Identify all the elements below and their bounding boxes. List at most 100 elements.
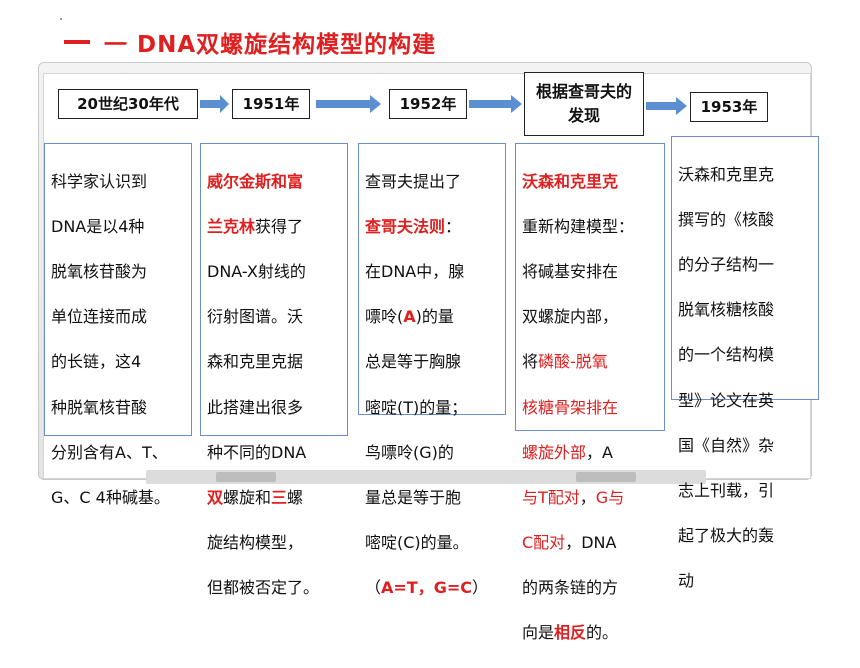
body-text: （ bbox=[365, 578, 382, 598]
card-line: 国《自然》杂 bbox=[678, 435, 775, 455]
body-text: 螺 bbox=[287, 487, 304, 507]
card-line: 量总是等于胞 bbox=[365, 487, 462, 507]
title-dash-icon bbox=[64, 40, 90, 44]
card-line: 将碱基安排在 bbox=[522, 261, 619, 281]
card-line: 查哥夫提出了 bbox=[365, 171, 462, 191]
card-chargaff: 沃森和克里克 重新构建模型： 将碱基安排在 双螺旋内部， 将磷酸-脱氧 核糖骨架… bbox=[515, 143, 665, 642]
card-line: 螺旋外部，A bbox=[522, 442, 658, 465]
card-line: 脱氧核苷酸为 bbox=[51, 261, 148, 281]
card-line: 起了极大的轰 bbox=[678, 526, 775, 546]
card-line: C配对，DNA bbox=[522, 532, 658, 555]
card-line: 重新构建模型： bbox=[522, 216, 635, 236]
card-line: 志上刊载，引 bbox=[678, 480, 775, 500]
card-line: 的两条链的方 bbox=[522, 578, 619, 598]
card-line: 种脱氧核苷酸 bbox=[51, 397, 148, 417]
card-line: 与T配对，G与 bbox=[522, 487, 658, 510]
body-text: 螺旋和 bbox=[223, 487, 272, 507]
body-text: 将 bbox=[522, 352, 539, 372]
card-line: 单位连接而成 bbox=[51, 307, 148, 327]
card-line: 将磷酸-脱氧 bbox=[522, 351, 658, 374]
arrow-right-icon bbox=[646, 97, 687, 115]
card-line: 种不同的DNA bbox=[207, 442, 307, 462]
card-line: 的分子结构一 bbox=[678, 254, 775, 274]
body-text: 获得了 bbox=[255, 216, 304, 236]
card-line: 双螺旋和三螺 bbox=[207, 487, 341, 510]
timeline-box-1952: 1952年 bbox=[389, 89, 467, 119]
card-line: 向是相反的。 bbox=[522, 622, 658, 645]
card-1930s: 科学家认识到 DNA是以4种 脱氧核苷酸为 单位连接而成 的长链，这4 种脱氧核… bbox=[44, 143, 192, 507]
body-text: ，DNA bbox=[565, 533, 617, 553]
card-line: 森和克里克据 bbox=[207, 352, 304, 372]
card-line: 撰写的《核酸 bbox=[678, 209, 775, 229]
card-line: （A=T，G=C） bbox=[365, 577, 499, 600]
timeline-box-1951: 1951年 bbox=[232, 89, 310, 119]
highlight-text: 相反 bbox=[554, 623, 587, 643]
highlight-text: A=T，G=C bbox=[381, 578, 473, 598]
card-line: 脱氧核糖核酸 bbox=[678, 300, 775, 320]
card-line: 沃森和克里克 bbox=[678, 164, 775, 184]
body-text: ） bbox=[472, 578, 489, 598]
highlight-text: 螺旋外部 bbox=[522, 442, 587, 462]
timeline-box-1930s: 20世纪30年代 bbox=[58, 89, 198, 119]
card-1951: 威尔金斯和富 兰克林获得了 DNA-X射线的 衍射图谱。沃 森和克里克据 此搭建… bbox=[200, 143, 348, 597]
body-text: ， bbox=[579, 487, 596, 507]
stand-knob-right bbox=[576, 472, 636, 482]
card-line: 嘧啶(C)的量。 bbox=[365, 533, 469, 553]
board-stand bbox=[146, 470, 706, 484]
highlight-text: C配对 bbox=[522, 533, 566, 553]
card-line: 的一个结构模 bbox=[678, 345, 775, 365]
timeline-label: 1953年 bbox=[700, 98, 758, 116]
card-1953: 沃森和克里克 撰写的《核酸 的分子结构一 脱氧核糖核酸 的一个结构模 型》论文在… bbox=[671, 136, 819, 590]
highlight-text: G与 bbox=[595, 487, 625, 507]
card-line: 的长链，这4 bbox=[51, 352, 142, 372]
highlight-text: 与T配对 bbox=[522, 487, 580, 507]
card-line: 但都被否定了。 bbox=[207, 578, 320, 598]
timeline-box-1953: 1953年 bbox=[690, 92, 768, 122]
card-line: 科学家认识到 bbox=[51, 171, 148, 191]
highlight-text: A bbox=[403, 307, 416, 327]
body-text: 向是 bbox=[522, 623, 555, 643]
card-line: 总是等于胸腺 bbox=[365, 352, 462, 372]
card-line: 型》论文在英 bbox=[678, 390, 775, 410]
body-text: ： bbox=[445, 216, 462, 236]
card-line: 兰克林获得了 bbox=[207, 216, 341, 239]
card-line: 查哥夫法则： bbox=[365, 216, 499, 239]
stand-knob-left bbox=[216, 472, 276, 482]
timeline-label: 根据查哥夫的发现 bbox=[535, 82, 632, 125]
card-line: 衍射图谱。沃 bbox=[207, 307, 304, 327]
highlight-text: 查哥夫法则 bbox=[365, 216, 446, 236]
card-line: 鸟嘌呤(G)的 bbox=[365, 442, 454, 462]
title-text: 一 DNA双螺旋结构模型的构建 bbox=[104, 32, 437, 58]
timeline-label: 20世纪30年代 bbox=[77, 95, 179, 113]
arrow-right-icon bbox=[469, 95, 522, 113]
card-line: 核糖骨架排在 bbox=[522, 397, 619, 417]
card-line: 双螺旋内部， bbox=[522, 307, 619, 327]
timeline-label: 1951年 bbox=[242, 95, 300, 113]
highlight-text: 双 bbox=[207, 487, 224, 507]
highlight-text: 三 bbox=[271, 487, 288, 507]
arrow-right-icon bbox=[316, 95, 381, 113]
body-text: 嘌呤( bbox=[365, 307, 404, 327]
card-line: 动 bbox=[678, 571, 695, 591]
highlight-text: 磷酸-脱氧 bbox=[538, 352, 608, 372]
page-title: 一 DNA双螺旋结构模型的构建 bbox=[64, 24, 436, 60]
card-line: 嘧啶(T)的量； bbox=[365, 397, 468, 417]
card-line: G、C 4种碱基。 bbox=[51, 487, 170, 507]
card-line: DNA是以4种 bbox=[51, 216, 145, 236]
card-line: 沃森和克里克 bbox=[522, 171, 619, 191]
body-text: )的量 bbox=[415, 307, 454, 327]
card-1952: 查哥夫提出了 查哥夫法则： 在DNA中，腺 嘌呤(A)的量 总是等于胸腺 嘧啶(… bbox=[358, 143, 506, 597]
card-line: DNA-X射线的 bbox=[207, 261, 306, 281]
corner-dot bbox=[60, 18, 62, 20]
card-line: 此搭建出很多 bbox=[207, 397, 304, 417]
card-line: 在DNA中，腺 bbox=[365, 261, 465, 281]
highlight-text: 兰克林 bbox=[207, 216, 256, 236]
card-line: 威尔金斯和富 bbox=[207, 171, 304, 191]
body-text: 的。 bbox=[586, 623, 619, 643]
timeline-box-chargaff: 根据查哥夫的发现 bbox=[524, 72, 644, 136]
body-text: ，A bbox=[586, 442, 613, 462]
card-line: 旋结构模型， bbox=[207, 533, 304, 553]
arrow-right-icon bbox=[200, 95, 229, 113]
card-line: 嘌呤(A)的量 bbox=[365, 306, 499, 329]
timeline-label: 1952年 bbox=[399, 95, 457, 113]
